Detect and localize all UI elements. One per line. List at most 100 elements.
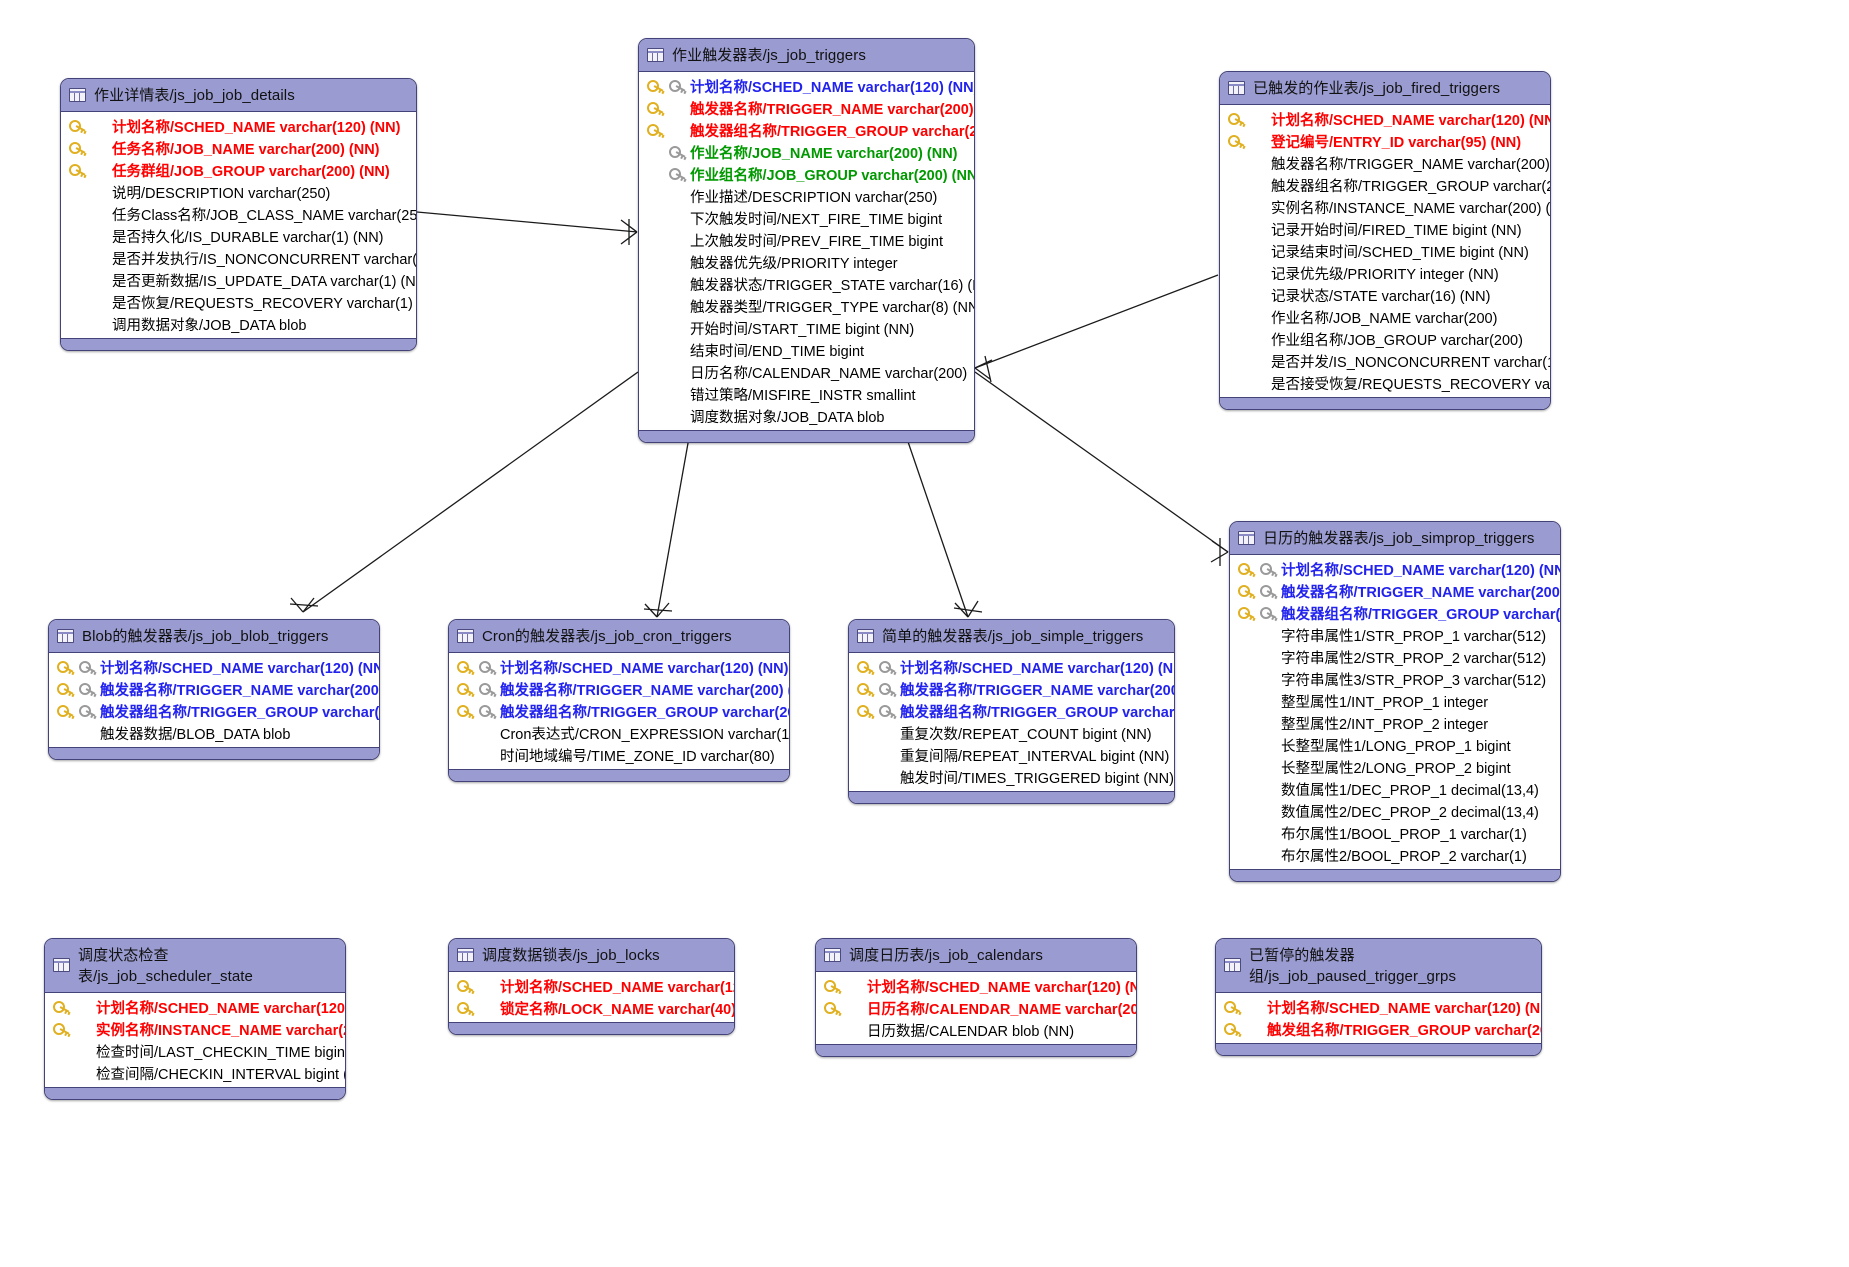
column-row[interactable]: 记录状态/STATE varchar(16) (NN) <box>1220 284 1550 306</box>
column-row[interactable]: 计划名称/SCHED_NAME varchar(120) (NN) <box>449 656 789 678</box>
column-row[interactable]: 检查时间/LAST_CHECKIN_TIME bigint (NN) <box>45 1040 345 1062</box>
column-row[interactable]: 计划名称/SCHED_NAME varchar(120) (NN) <box>816 975 1136 997</box>
entity-header-paused_trigger_grps[interactable]: 已暂停的触发器组/js_job_paused_trigger_grps <box>1216 939 1541 993</box>
column-row[interactable]: 结束时间/END_TIME bigint <box>639 339 974 361</box>
entity-header-job_details[interactable]: 作业详情表/js_job_job_details <box>61 79 416 112</box>
column-row[interactable]: 触发器组名称/TRIGGER_GROUP varchar(200) (NN) <box>49 700 379 722</box>
column-row[interactable]: 说明/DESCRIPTION varchar(250) <box>61 181 416 203</box>
column-row[interactable]: 触发器组名称/TRIGGER_GROUP varchar(200) (NN) <box>449 700 789 722</box>
column-row[interactable]: 是否接受恢复/REQUESTS_RECOVERY varchar(1) <box>1220 372 1550 394</box>
column-row[interactable]: 触发器组名称/TRIGGER_GROUP varchar(200) (NN) <box>639 119 974 141</box>
column-row[interactable]: 记录结束时间/SCHED_TIME bigint (NN) <box>1220 240 1550 262</box>
column-row[interactable]: 任务群组/JOB_GROUP varchar(200) (NN) <box>61 159 416 181</box>
column-row[interactable]: 触发器名称/TRIGGER_NAME varchar(200) (NN) <box>1220 152 1550 174</box>
column-row[interactable]: 检查间隔/CHECKIN_INTERVAL bigint (NN) <box>45 1062 345 1084</box>
column-row[interactable]: 是否持久化/IS_DURABLE varchar(1) (NN) <box>61 225 416 247</box>
column-row[interactable]: 日历数据/CALENDAR blob (NN) <box>816 1019 1136 1041</box>
column-row[interactable]: 触发器名称/TRIGGER_NAME varchar(200) (NN) <box>449 678 789 700</box>
entity-header-scheduler_state[interactable]: 调度状态检查表/js_job_scheduler_state <box>45 939 345 993</box>
column-row[interactable]: 计划名称/SCHED_NAME varchar(120) (NN) <box>49 656 379 678</box>
column-row[interactable]: 作业组名称/JOB_GROUP varchar(200) <box>1220 328 1550 350</box>
column-row[interactable]: 作业名称/JOB_NAME varchar(200) (NN) <box>639 141 974 163</box>
entity-fired_triggers[interactable]: 已触发的作业表/js_job_fired_triggers 计划名称/SCHED_… <box>1219 71 1551 410</box>
entity-calendars[interactable]: 调度日历表/js_job_calendars 计划名称/SCHED_NAME va… <box>815 938 1137 1057</box>
column-row[interactable]: 上次触发时间/PREV_FIRE_TIME bigint <box>639 229 974 251</box>
column-row[interactable]: 是否并发/IS_NONCONCURRENT varchar(1) <box>1220 350 1550 372</box>
column-row[interactable]: 是否并发执行/IS_NONCONCURRENT varchar(1) (NN) <box>61 247 416 269</box>
column-row[interactable]: 下次触发时间/NEXT_FIRE_TIME bigint <box>639 207 974 229</box>
column-row[interactable]: 触发器名称/TRIGGER_NAME varchar(200) (NN) <box>639 97 974 119</box>
column-row[interactable]: 数值属性1/DEC_PROP_1 decimal(13,4) <box>1230 778 1560 800</box>
column-row[interactable]: 触发器类型/TRIGGER_TYPE varchar(8) (NN) <box>639 295 974 317</box>
entity-cron_triggers[interactable]: Cron的触发器表/js_job_cron_triggers 计划名称/SCHED… <box>448 619 790 782</box>
column-row[interactable]: 日历名称/CALENDAR_NAME varchar(200) (NN) <box>816 997 1136 1019</box>
column-row[interactable]: 长整型属性2/LONG_PROP_2 bigint <box>1230 756 1560 778</box>
column-row[interactable]: 计划名称/SCHED_NAME varchar(120) (NN) <box>849 656 1174 678</box>
column-row[interactable]: 计划名称/SCHED_NAME varchar(120) (NN) <box>449 975 734 997</box>
column-row[interactable]: 计划名称/SCHED_NAME varchar(120) (NN) <box>1216 996 1541 1018</box>
entity-simple_triggers[interactable]: 简单的触发器表/js_job_simple_triggers 计划名称/SCHED… <box>848 619 1175 804</box>
entity-header-job_triggers[interactable]: 作业触发器表/js_job_triggers <box>639 39 974 72</box>
column-row[interactable]: 长整型属性1/LONG_PROP_1 bigint <box>1230 734 1560 756</box>
column-row[interactable]: 字符串属性3/STR_PROP_3 varchar(512) <box>1230 668 1560 690</box>
column-row[interactable]: 计划名称/SCHED_NAME varchar(120) (NN) <box>1230 558 1560 580</box>
column-row[interactable]: 触发器优先级/PRIORITY integer <box>639 251 974 273</box>
column-row[interactable]: 记录优先级/PRIORITY integer (NN) <box>1220 262 1550 284</box>
entity-header-fired_triggers[interactable]: 已触发的作业表/js_job_fired_triggers <box>1220 72 1550 105</box>
entity-paused_trigger_grps[interactable]: 已暂停的触发器组/js_job_paused_trigger_grps 计划名称/… <box>1215 938 1542 1056</box>
entity-header-locks[interactable]: 调度数据锁表/js_job_locks <box>449 939 734 972</box>
entity-header-simprop_triggers[interactable]: 日历的触发器表/js_job_simprop_triggers <box>1230 522 1560 555</box>
column-row[interactable]: 实例名称/INSTANCE_NAME varchar(200) (NN) <box>1220 196 1550 218</box>
column-row[interactable]: 触发器状态/TRIGGER_STATE varchar(16) (NN) <box>639 273 974 295</box>
column-row[interactable]: 触发器组名称/TRIGGER_GROUP varchar(200) (NN) <box>849 700 1174 722</box>
column-row[interactable]: 作业描述/DESCRIPTION varchar(250) <box>639 185 974 207</box>
column-row[interactable]: 计划名称/SCHED_NAME varchar(120) (NN) <box>45 996 345 1018</box>
entity-header-calendars[interactable]: 调度日历表/js_job_calendars <box>816 939 1136 972</box>
column-row[interactable]: 作业组名称/JOB_GROUP varchar(200) (NN) <box>639 163 974 185</box>
entity-blob_triggers[interactable]: Blob的触发器表/js_job_blob_triggers 计划名称/SCHED… <box>48 619 380 760</box>
entity-locks[interactable]: 调度数据锁表/js_job_locks 计划名称/SCHED_NAME varch… <box>448 938 735 1035</box>
column-row[interactable]: 字符串属性1/STR_PROP_1 varchar(512) <box>1230 624 1560 646</box>
entity-job_details[interactable]: 作业详情表/js_job_job_details 计划名称/SCHED_NAME … <box>60 78 417 351</box>
column-row[interactable]: 触发器组名称/TRIGGER_GROUP varchar(200) (NN) <box>1230 602 1560 624</box>
column-row[interactable]: 调用数据对象/JOB_DATA blob <box>61 313 416 335</box>
column-row[interactable]: 日历名称/CALENDAR_NAME varchar(200) <box>639 361 974 383</box>
column-row[interactable]: 计划名称/SCHED_NAME varchar(120) (NN) <box>61 115 416 137</box>
column-row[interactable]: 触发组名称/TRIGGER_GROUP varchar(200) (NN) <box>1216 1018 1541 1040</box>
column-row[interactable]: 字符串属性2/STR_PROP_2 varchar(512) <box>1230 646 1560 668</box>
column-row[interactable]: 任务Class名称/JOB_CLASS_NAME varchar(250) (N… <box>61 203 416 225</box>
column-row[interactable]: 错过策略/MISFIRE_INSTR smallint <box>639 383 974 405</box>
column-row[interactable]: 开始时间/START_TIME bigint (NN) <box>639 317 974 339</box>
column-row[interactable]: 布尔属性1/BOOL_PROP_1 varchar(1) <box>1230 822 1560 844</box>
column-row[interactable]: 重复间隔/REPEAT_INTERVAL bigint (NN) <box>849 744 1174 766</box>
column-row[interactable]: Cron表达式/CRON_EXPRESSION varchar(120) (NN… <box>449 722 789 744</box>
column-row[interactable]: 触发器名称/TRIGGER_NAME varchar(200) (NN) <box>1230 580 1560 602</box>
column-row[interactable]: 记录开始时间/FIRED_TIME bigint (NN) <box>1220 218 1550 240</box>
column-row[interactable]: 计划名称/SCHED_NAME varchar(120) (NN) <box>1220 108 1550 130</box>
column-row[interactable]: 是否恢复/REQUESTS_RECOVERY varchar(1) (NN) <box>61 291 416 313</box>
column-row[interactable]: 触发器数据/BLOB_DATA blob <box>49 722 379 744</box>
column-row[interactable]: 触发器组名称/TRIGGER_GROUP varchar(200) (NN) <box>1220 174 1550 196</box>
column-row[interactable]: 作业名称/JOB_NAME varchar(200) <box>1220 306 1550 328</box>
column-row[interactable]: 实例名称/INSTANCE_NAME varchar(200) (NN) <box>45 1018 345 1040</box>
entity-scheduler_state[interactable]: 调度状态检查表/js_job_scheduler_state 计划名称/SCHED… <box>44 938 346 1100</box>
entity-header-blob_triggers[interactable]: Blob的触发器表/js_job_blob_triggers <box>49 620 379 653</box>
column-row[interactable]: 锁定名称/LOCK_NAME varchar(40) (NN) <box>449 997 734 1019</box>
entity-header-cron_triggers[interactable]: Cron的触发器表/js_job_cron_triggers <box>449 620 789 653</box>
column-row[interactable]: 触发器名称/TRIGGER_NAME varchar(200) (NN) <box>849 678 1174 700</box>
column-row[interactable]: 登记编号/ENTRY_ID varchar(95) (NN) <box>1220 130 1550 152</box>
column-row[interactable]: 任务名称/JOB_NAME varchar(200) (NN) <box>61 137 416 159</box>
entity-simprop_triggers[interactable]: 日历的触发器表/js_job_simprop_triggers 计划名称/SCHE… <box>1229 521 1561 882</box>
column-row[interactable]: 重复次数/REPEAT_COUNT bigint (NN) <box>849 722 1174 744</box>
entity-header-simple_triggers[interactable]: 简单的触发器表/js_job_simple_triggers <box>849 620 1174 653</box>
column-row[interactable]: 时间地域编号/TIME_ZONE_ID varchar(80) <box>449 744 789 766</box>
column-row[interactable]: 是否更新数据/IS_UPDATE_DATA varchar(1) (NN) <box>61 269 416 291</box>
column-row[interactable]: 调度数据对象/JOB_DATA blob <box>639 405 974 427</box>
column-row[interactable]: 触发时间/TIMES_TRIGGERED bigint (NN) <box>849 766 1174 788</box>
column-row[interactable]: 数值属性2/DEC_PROP_2 decimal(13,4) <box>1230 800 1560 822</box>
column-row[interactable]: 布尔属性2/BOOL_PROP_2 varchar(1) <box>1230 844 1560 866</box>
column-row[interactable]: 整型属性1/INT_PROP_1 integer <box>1230 690 1560 712</box>
column-row[interactable]: 触发器名称/TRIGGER_NAME varchar(200) (NN) <box>49 678 379 700</box>
column-row[interactable]: 整型属性2/INT_PROP_2 integer <box>1230 712 1560 734</box>
